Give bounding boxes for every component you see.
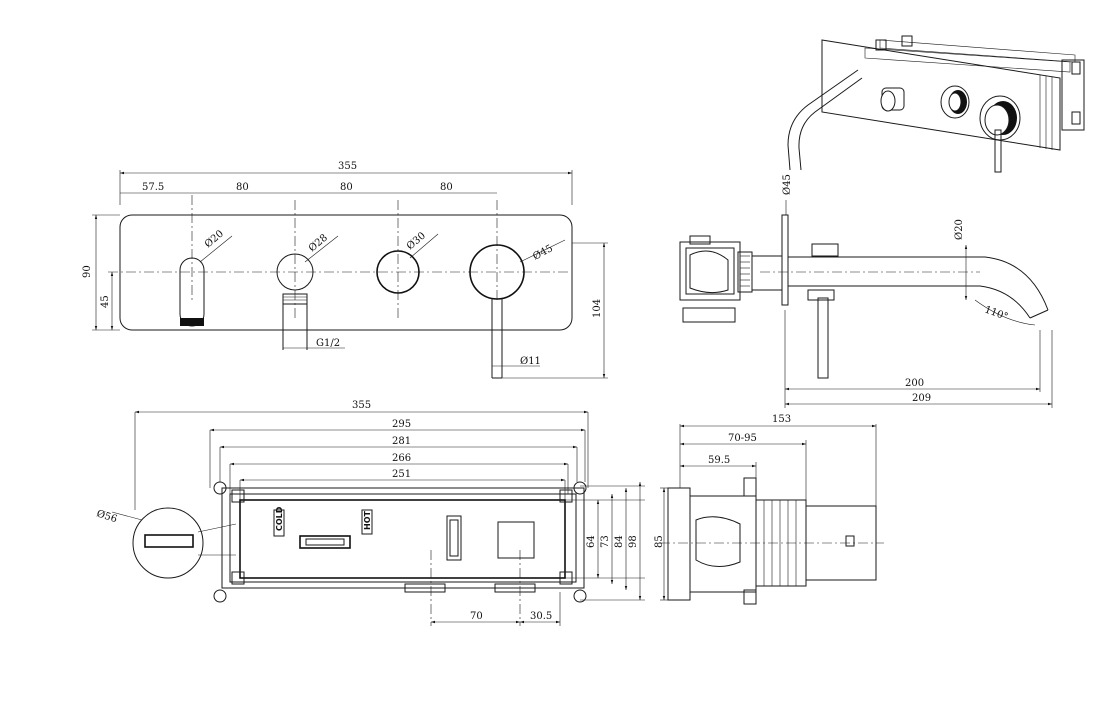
svg-text:355: 355 xyxy=(338,161,357,172)
svg-text:Ø45: Ø45 xyxy=(531,243,555,263)
svg-text:295: 295 xyxy=(392,419,411,430)
svg-text:Ø20: Ø20 xyxy=(954,219,965,240)
svg-text:70-95: 70-95 xyxy=(728,433,757,444)
svg-text:80: 80 xyxy=(440,182,453,193)
svg-text:104: 104 xyxy=(592,299,603,318)
svg-text:57.5: 57.5 xyxy=(142,182,164,193)
svg-text:200: 200 xyxy=(905,378,924,389)
perspective-plate xyxy=(821,39,1061,151)
svg-text:Ø30: Ø30 xyxy=(405,230,428,252)
svg-text:90: 90 xyxy=(82,265,93,278)
svg-text:153: 153 xyxy=(772,414,791,425)
svg-text:281: 281 xyxy=(392,436,411,447)
svg-text:45: 45 xyxy=(100,295,111,308)
perspective-spout xyxy=(787,69,859,171)
svg-text:251: 251 xyxy=(392,469,411,480)
body-box xyxy=(239,499,566,579)
knob-medium xyxy=(376,250,420,294)
svg-text:80: 80 xyxy=(236,182,249,193)
svg-text:Ø28: Ø28 xyxy=(307,232,330,254)
knob-small xyxy=(276,253,314,291)
svg-text:Ø20: Ø20 xyxy=(203,228,226,250)
svg-text:84: 84 xyxy=(614,535,625,548)
body-view: COLD HOT Ø56 355 295 281 xyxy=(95,400,645,626)
svg-text:98: 98 xyxy=(628,535,639,548)
svg-text:73: 73 xyxy=(600,535,611,548)
side-body xyxy=(679,241,741,301)
svg-text:Ø56: Ø56 xyxy=(95,508,118,525)
svg-text:59.5: 59.5 xyxy=(708,455,730,466)
perspective-view xyxy=(787,35,1085,173)
svg-text:G1/2: G1/2 xyxy=(316,338,340,349)
svg-text:80: 80 xyxy=(340,182,353,193)
side-view: Ø45 Ø20 110° 200 209 xyxy=(679,174,1053,408)
svg-text:Ø11: Ø11 xyxy=(520,356,541,367)
svg-text:110°: 110° xyxy=(983,304,1009,323)
svg-text:266: 266 xyxy=(392,453,411,464)
svg-text:355: 355 xyxy=(352,400,371,411)
front-plate xyxy=(119,214,573,331)
body-frame xyxy=(221,487,585,589)
cold-label: COLD xyxy=(275,506,284,531)
svg-text:85: 85 xyxy=(654,535,665,548)
svg-text:30.5: 30.5 xyxy=(530,611,552,622)
detail-circle xyxy=(132,507,204,579)
body-side-view: 153 70-95 59.5 85 xyxy=(654,414,884,605)
hot-label: HOT xyxy=(363,511,372,530)
svg-text:209: 209 xyxy=(912,393,931,404)
knob-large xyxy=(469,244,525,300)
side-plate xyxy=(781,214,789,306)
front-view: Ø20 Ø28 Ø30 Ø45 355 57.5 80 80 80 xyxy=(82,161,608,379)
side-spout xyxy=(788,256,1049,311)
svg-text:Ø45: Ø45 xyxy=(782,174,793,195)
svg-text:70: 70 xyxy=(470,611,483,622)
svg-text:64: 64 xyxy=(586,535,597,548)
